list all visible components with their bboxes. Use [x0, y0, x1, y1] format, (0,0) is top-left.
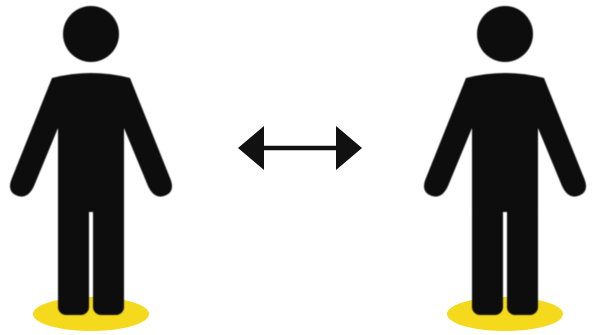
person-left-icon — [10, 6, 172, 315]
person-left-group — [10, 6, 172, 331]
floor-marker-right — [447, 297, 563, 331]
person-right-icon — [424, 6, 586, 315]
double-headed-arrow-icon — [238, 126, 362, 170]
person-right-group — [424, 6, 586, 331]
floor-marker-left — [33, 297, 149, 331]
